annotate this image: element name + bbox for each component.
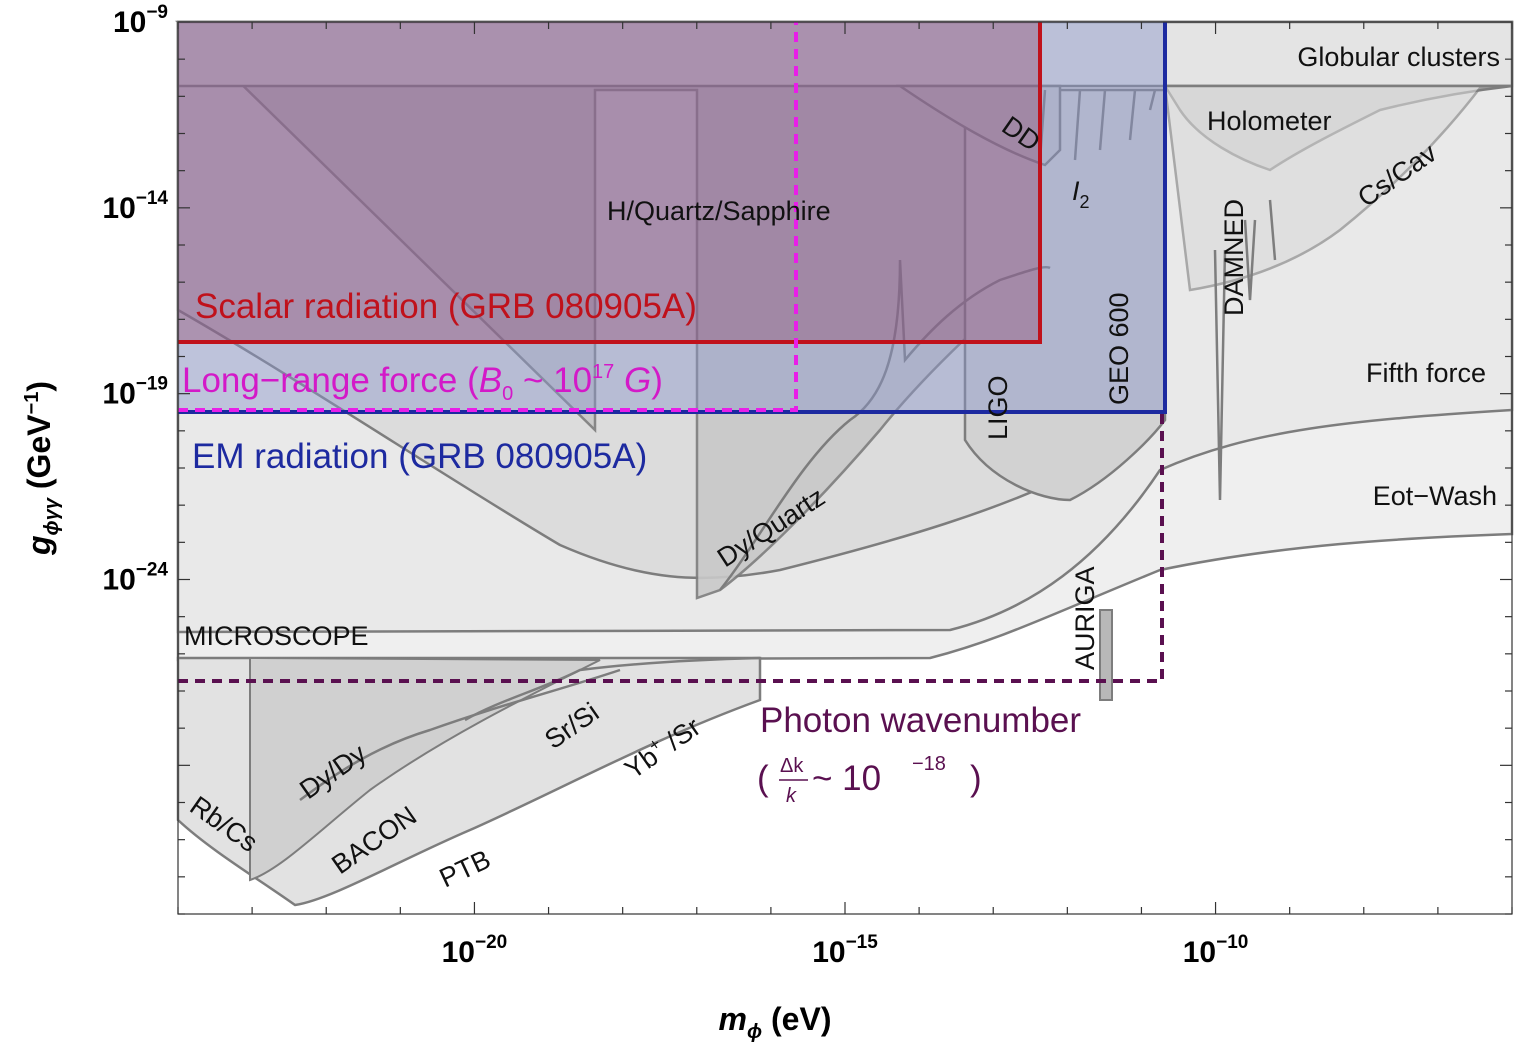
- bound-long-range-force-line: [178, 22, 798, 412]
- label-long-range-force: Long−range force (B0 ~ 1017 G): [182, 361, 663, 405]
- region-dd: [895, 84, 1062, 167]
- label-microscope: MICROSCOPE: [184, 621, 369, 651]
- y-axis-title: gϕγγ (GeV−1): [21, 381, 63, 556]
- label-ligo: LIGO: [983, 375, 1013, 440]
- bound-photon-wavenumber-line: [178, 412, 1164, 683]
- y-tick-label: 10−9: [113, 2, 168, 39]
- region-auriga: [1099, 609, 1113, 701]
- bound-scalar-radiation-line: [178, 22, 1042, 344]
- label-i2: I2: [1072, 176, 1090, 212]
- label-scalar-radiation: Scalar radiation (GRB 080905A): [195, 287, 697, 326]
- label-holometer: Holometer: [1207, 106, 1332, 136]
- x-tick-label: 10−15: [812, 932, 878, 969]
- label-fifth-force: Fifth force: [1366, 358, 1486, 388]
- label-photon-ratio: ( Δk k ~ 10 −18 ): [757, 753, 982, 807]
- bound-em-radiation-fill: [178, 22, 1165, 412]
- label-globular-clusters: Globular clusters: [1297, 42, 1500, 72]
- svg-text:): ): [970, 759, 982, 798]
- svg-text:−18: −18: [912, 753, 946, 775]
- label-damned: DAMNED: [1219, 199, 1249, 316]
- region-ligo: [963, 88, 1167, 502]
- x-tick-label: 10−10: [1183, 932, 1249, 969]
- y-axis-ticks: 10−9 10−14 10−19 10−24: [102, 2, 1512, 915]
- x-tick-label: 10−20: [442, 932, 508, 969]
- svg-text:~ 10: ~ 10: [812, 759, 881, 798]
- y-tick-label: 10−14: [102, 188, 168, 225]
- bound-scalar-radiation-fill: [178, 22, 1040, 342]
- label-photon-wavenumber: Photon wavenumber: [760, 701, 1081, 740]
- y-tick-label: 10−19: [102, 374, 168, 411]
- svg-text:k: k: [786, 785, 797, 807]
- x-axis-title: mϕ (eV): [719, 1001, 832, 1043]
- x-axis-ticks: 10−20 10−15 10−10: [177, 22, 1513, 969]
- label-eot-wash: Eot−Wash: [1373, 481, 1497, 511]
- label-em-radiation: EM radiation (GRB 080905A): [192, 437, 647, 476]
- label-geo-600: GEO 600: [1104, 292, 1134, 405]
- svg-text:Δk: Δk: [780, 755, 804, 777]
- label-auriga: AURIGA: [1070, 566, 1100, 670]
- spike-lines: [299, 89, 1277, 802]
- label-h-quartz-sapphire: H/Quartz/Sapphire: [607, 196, 831, 226]
- y-tick-label: 10−24: [102, 560, 168, 597]
- region-dy-dy: [249, 656, 601, 882]
- svg-text:(: (: [757, 759, 769, 798]
